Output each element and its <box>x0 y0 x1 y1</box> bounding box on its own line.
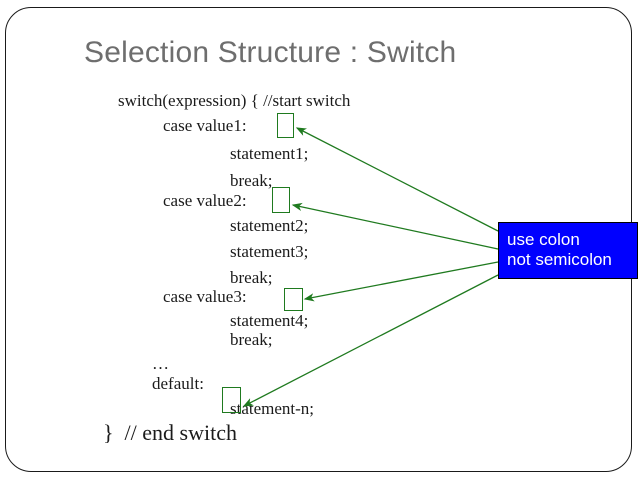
callout-note: use colon not semicolon <box>498 222 638 279</box>
colon-highlight-box <box>277 113 294 138</box>
page-title: Selection Structure : Switch <box>84 36 457 69</box>
colon-highlight-box <box>284 288 303 311</box>
colon-highlight-box <box>222 387 241 413</box>
colon-highlight-box <box>272 187 290 213</box>
callout-line-1: use colon <box>507 230 580 249</box>
callout-line-2: not semicolon <box>507 250 612 269</box>
